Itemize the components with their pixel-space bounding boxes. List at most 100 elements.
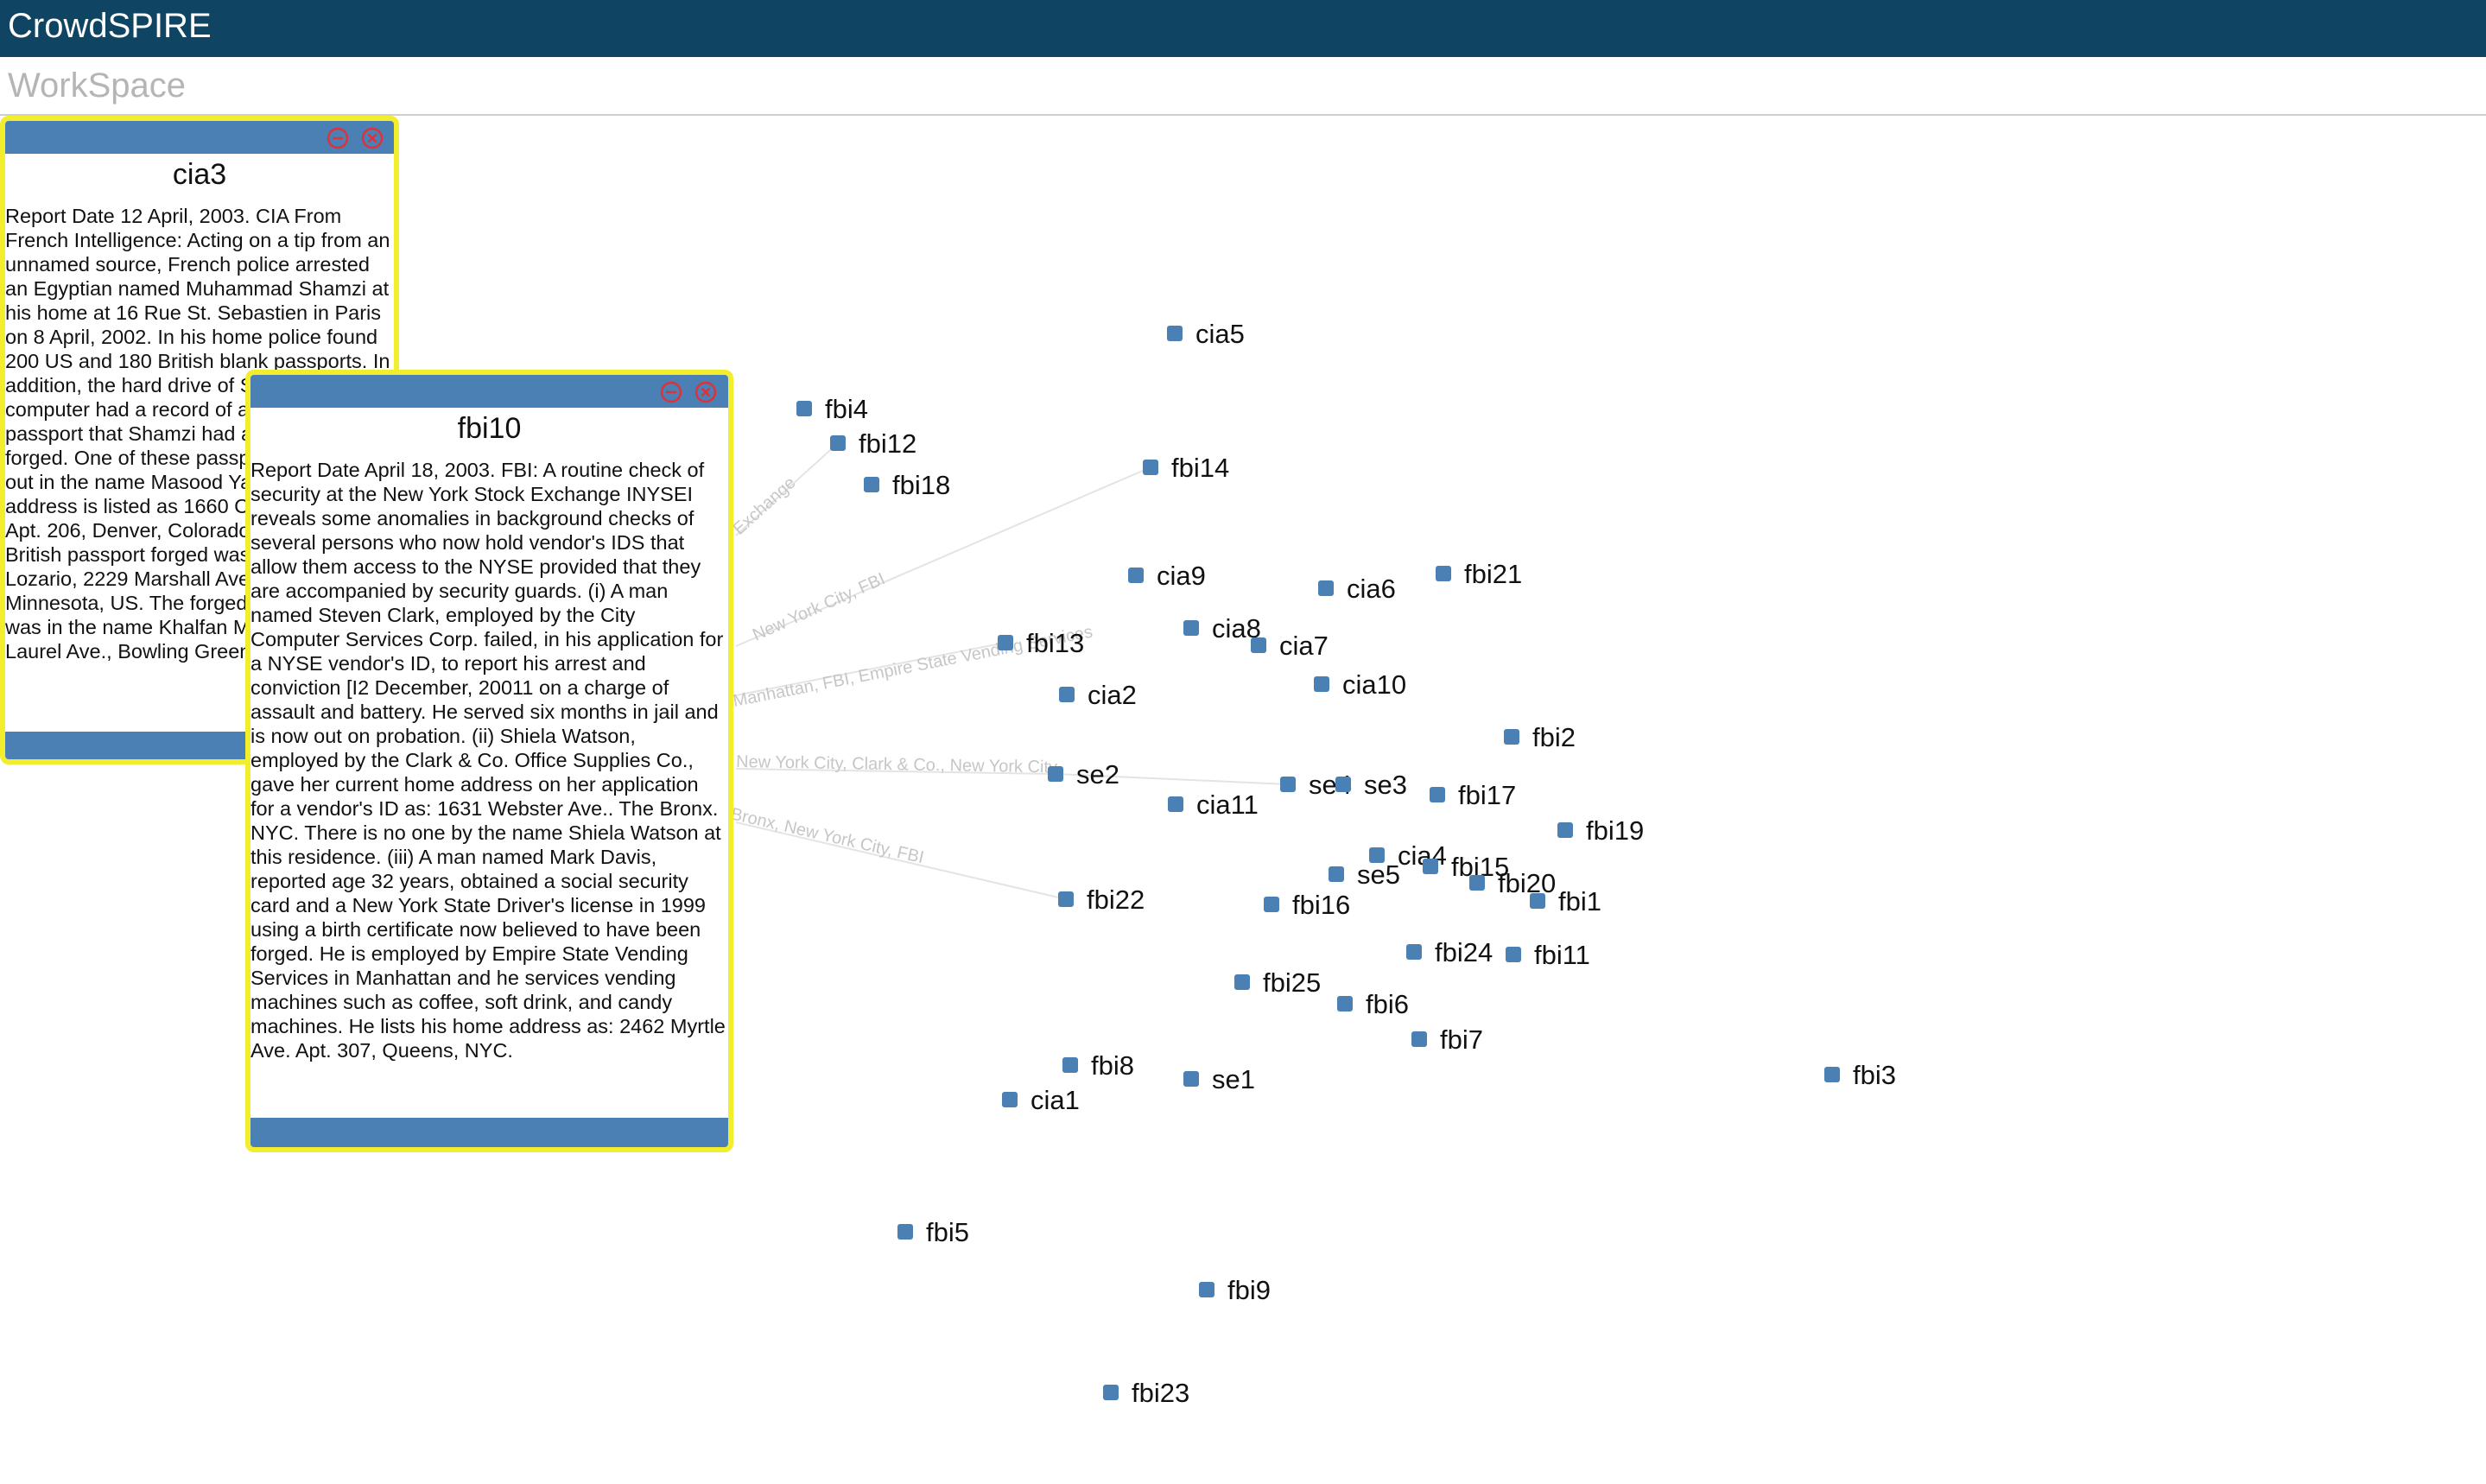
node-label[interactable]: se3 <box>1364 770 1407 800</box>
node-fbi22[interactable]: fbi22 <box>1058 885 1145 915</box>
node-marker[interactable] <box>1337 996 1353 1012</box>
node-label[interactable]: fbi19 <box>1586 815 1644 846</box>
node-label[interactable]: fbi7 <box>1440 1024 1483 1055</box>
node-marker[interactable] <box>1423 859 1438 874</box>
node-cia7[interactable]: cia7 <box>1251 631 1329 661</box>
node-marker[interactable] <box>1058 891 1074 907</box>
node-marker[interactable] <box>1280 777 1296 792</box>
node-fbi14[interactable]: fbi14 <box>1143 453 1229 483</box>
node-marker[interactable] <box>1167 326 1183 341</box>
panel-header[interactable] <box>251 375 728 408</box>
node-marker[interactable] <box>1430 787 1445 802</box>
node-marker[interactable] <box>1436 566 1451 581</box>
node-marker[interactable] <box>1251 637 1266 653</box>
node-cia11[interactable]: cia11 <box>1168 790 1259 820</box>
node-label[interactable]: cia7 <box>1279 631 1329 661</box>
node-marker[interactable] <box>1264 897 1279 912</box>
node-marker[interactable] <box>1530 893 1545 909</box>
node-marker[interactable] <box>1469 875 1485 891</box>
node-marker[interactable] <box>1183 1071 1199 1087</box>
node-marker[interactable] <box>1557 822 1573 838</box>
node-marker[interactable] <box>1234 974 1250 990</box>
node-marker[interactable] <box>998 635 1013 650</box>
node-label[interactable]: fbi1 <box>1558 886 1601 916</box>
node-label[interactable]: fbi9 <box>1227 1275 1271 1305</box>
node-marker[interactable] <box>1143 460 1158 475</box>
node-label[interactable]: se5 <box>1357 859 1400 890</box>
node-se5[interactable]: se5 <box>1329 859 1400 890</box>
minimize-icon[interactable] <box>660 381 682 403</box>
node-fbi3[interactable]: fbi3 <box>1824 1060 1896 1090</box>
node-marker[interactable] <box>1048 766 1063 782</box>
node-marker[interactable] <box>1506 947 1521 962</box>
node-fbi5[interactable]: fbi5 <box>897 1217 969 1247</box>
node-marker[interactable] <box>1369 847 1385 863</box>
node-marker[interactable] <box>796 401 812 416</box>
node-marker[interactable] <box>1504 729 1519 745</box>
node-cia9[interactable]: cia9 <box>1128 561 1206 591</box>
node-label[interactable]: cia5 <box>1195 319 1245 349</box>
node-marker[interactable] <box>897 1224 913 1240</box>
node-marker[interactable] <box>1199 1282 1214 1297</box>
node-fbi20[interactable]: fbi20 <box>1469 868 1556 898</box>
node-fbi1[interactable]: fbi1 <box>1530 886 1601 916</box>
node-fbi23[interactable]: fbi23 <box>1103 1378 1189 1408</box>
node-label[interactable]: fbi24 <box>1435 937 1493 967</box>
node-label[interactable]: fbi11 <box>1534 940 1590 970</box>
node-label[interactable]: cia11 <box>1196 790 1259 820</box>
node-se2[interactable]: se2 <box>1048 759 1119 790</box>
node-marker[interactable] <box>1059 687 1075 702</box>
node-label[interactable]: cia10 <box>1342 669 1406 700</box>
node-fbi12[interactable]: fbi12 <box>830 428 916 459</box>
node-cia1[interactable]: cia1 <box>1002 1085 1080 1115</box>
node-marker[interactable] <box>1824 1067 1840 1082</box>
node-marker[interactable] <box>1329 866 1344 882</box>
node-label[interactable]: cia6 <box>1347 574 1396 604</box>
node-fbi16[interactable]: fbi16 <box>1264 890 1350 920</box>
node-marker[interactable] <box>1411 1031 1427 1047</box>
node-label[interactable]: fbi5 <box>926 1217 969 1247</box>
node-se1[interactable]: se1 <box>1183 1064 1255 1094</box>
node-label[interactable]: fbi4 <box>825 394 868 424</box>
node-fbi4[interactable]: fbi4 <box>796 394 868 424</box>
node-marker[interactable] <box>1335 777 1351 792</box>
node-fbi2[interactable]: fbi2 <box>1504 722 1576 752</box>
node-label[interactable]: cia2 <box>1088 680 1137 710</box>
close-icon[interactable] <box>361 127 384 149</box>
node-fbi19[interactable]: fbi19 <box>1557 815 1644 846</box>
node-label[interactable]: fbi14 <box>1171 453 1229 483</box>
node-marker[interactable] <box>1314 676 1329 692</box>
node-cia5[interactable]: cia5 <box>1167 319 1245 349</box>
node-label[interactable]: fbi21 <box>1464 559 1522 589</box>
node-se3[interactable]: se3 <box>1335 770 1407 800</box>
doc-panel-fbi10[interactable]: fbi10 Report Date April 18, 2003. FBI: A… <box>245 370 733 1152</box>
node-label[interactable]: fbi16 <box>1292 890 1350 920</box>
node-marker[interactable] <box>1002 1092 1018 1107</box>
node-fbi17[interactable]: fbi17 <box>1430 780 1516 810</box>
node-label[interactable]: fbi23 <box>1132 1378 1189 1408</box>
node-label[interactable]: fbi3 <box>1853 1060 1896 1090</box>
node-label[interactable]: cia9 <box>1157 561 1206 591</box>
node-label[interactable]: se1 <box>1212 1064 1255 1094</box>
node-fbi24[interactable]: fbi24 <box>1406 937 1493 967</box>
node-cia10[interactable]: cia10 <box>1314 669 1406 700</box>
node-label[interactable]: fbi17 <box>1458 780 1516 810</box>
node-fbi8[interactable]: fbi8 <box>1062 1050 1134 1081</box>
node-marker[interactable] <box>1318 580 1334 596</box>
node-label[interactable]: se2 <box>1076 759 1119 790</box>
node-marker[interactable] <box>1168 796 1183 812</box>
node-cia4[interactable]: cia4 <box>1369 840 1447 871</box>
node-label[interactable]: cia4 <box>1398 840 1447 871</box>
node-label[interactable]: fbi8 <box>1091 1050 1134 1081</box>
node-fbi9[interactable]: fbi9 <box>1199 1275 1271 1305</box>
node-fbi11[interactable]: fbi11 <box>1506 940 1590 970</box>
node-fbi13[interactable]: fbi13 <box>998 628 1084 658</box>
node-label[interactable]: cia1 <box>1031 1085 1080 1115</box>
panel-header[interactable] <box>5 121 394 154</box>
node-cia6[interactable]: cia6 <box>1318 574 1396 604</box>
node-fbi25[interactable]: fbi25 <box>1234 967 1321 998</box>
close-icon[interactable] <box>694 381 717 403</box>
node-label[interactable]: fbi18 <box>892 470 950 500</box>
minimize-icon[interactable] <box>327 127 349 149</box>
